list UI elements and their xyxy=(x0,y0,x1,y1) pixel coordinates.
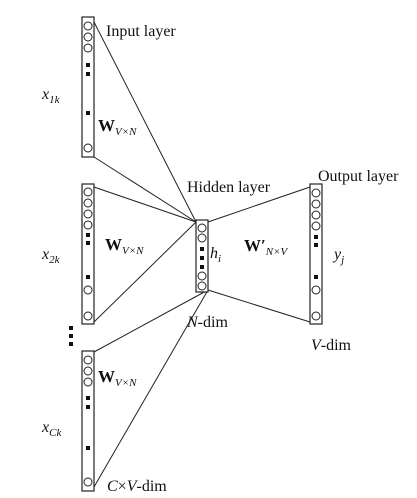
w-input-1-label: WV×N xyxy=(98,116,137,138)
x2k-label: x2k xyxy=(41,246,61,266)
hi-label: hi xyxy=(210,245,221,265)
hidden-layer-label: Hidden layer xyxy=(187,179,271,196)
output-layer-label: Output layer xyxy=(318,168,399,185)
n-dim-label: N-dim xyxy=(186,314,228,331)
w-input-2-label: WV×N xyxy=(105,235,144,257)
hidden-layer-column xyxy=(195,219,209,293)
w-input-c-label: WV×N xyxy=(98,367,137,389)
xck-label: xCk xyxy=(41,419,62,439)
input-column-2 xyxy=(81,183,95,325)
v-dim-label: V-dim xyxy=(311,337,352,354)
input-column-1 xyxy=(81,16,95,158)
w-prime-output-label: W′N×V xyxy=(244,236,289,258)
input-column-c xyxy=(81,350,95,492)
output-layer-column xyxy=(309,183,323,325)
ellipsis-dots xyxy=(69,326,73,346)
x1k-label: x1k xyxy=(41,86,61,106)
yj-label: yj xyxy=(332,246,344,266)
cv-dim-label: C×V-dim xyxy=(107,478,167,495)
input-layer-label: Input layer xyxy=(106,23,176,40)
connection-lines xyxy=(93,21,311,488)
